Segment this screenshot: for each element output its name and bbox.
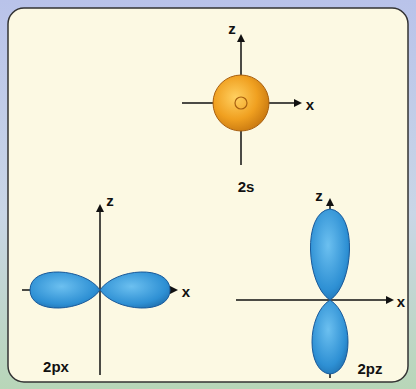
orbital-label: 2px bbox=[43, 359, 69, 374]
panel bbox=[8, 8, 408, 382]
p-lobe bbox=[30, 272, 100, 308]
axis-label: z bbox=[106, 193, 114, 208]
p-lobe bbox=[310, 209, 349, 300]
axis-label: x bbox=[306, 97, 314, 112]
orbital-label: 2s bbox=[238, 179, 255, 194]
axis-label: z bbox=[315, 188, 323, 203]
s-orbital bbox=[213, 75, 269, 131]
axis-label: x bbox=[397, 294, 405, 309]
x-axis bbox=[236, 299, 392, 301]
axis-label: x bbox=[182, 284, 190, 299]
axis-label: z bbox=[228, 21, 236, 36]
nucleus-ring bbox=[235, 97, 247, 109]
p-lobe bbox=[100, 272, 170, 308]
p-lobe bbox=[312, 300, 348, 374]
orbital-label: 2pz bbox=[357, 361, 382, 376]
